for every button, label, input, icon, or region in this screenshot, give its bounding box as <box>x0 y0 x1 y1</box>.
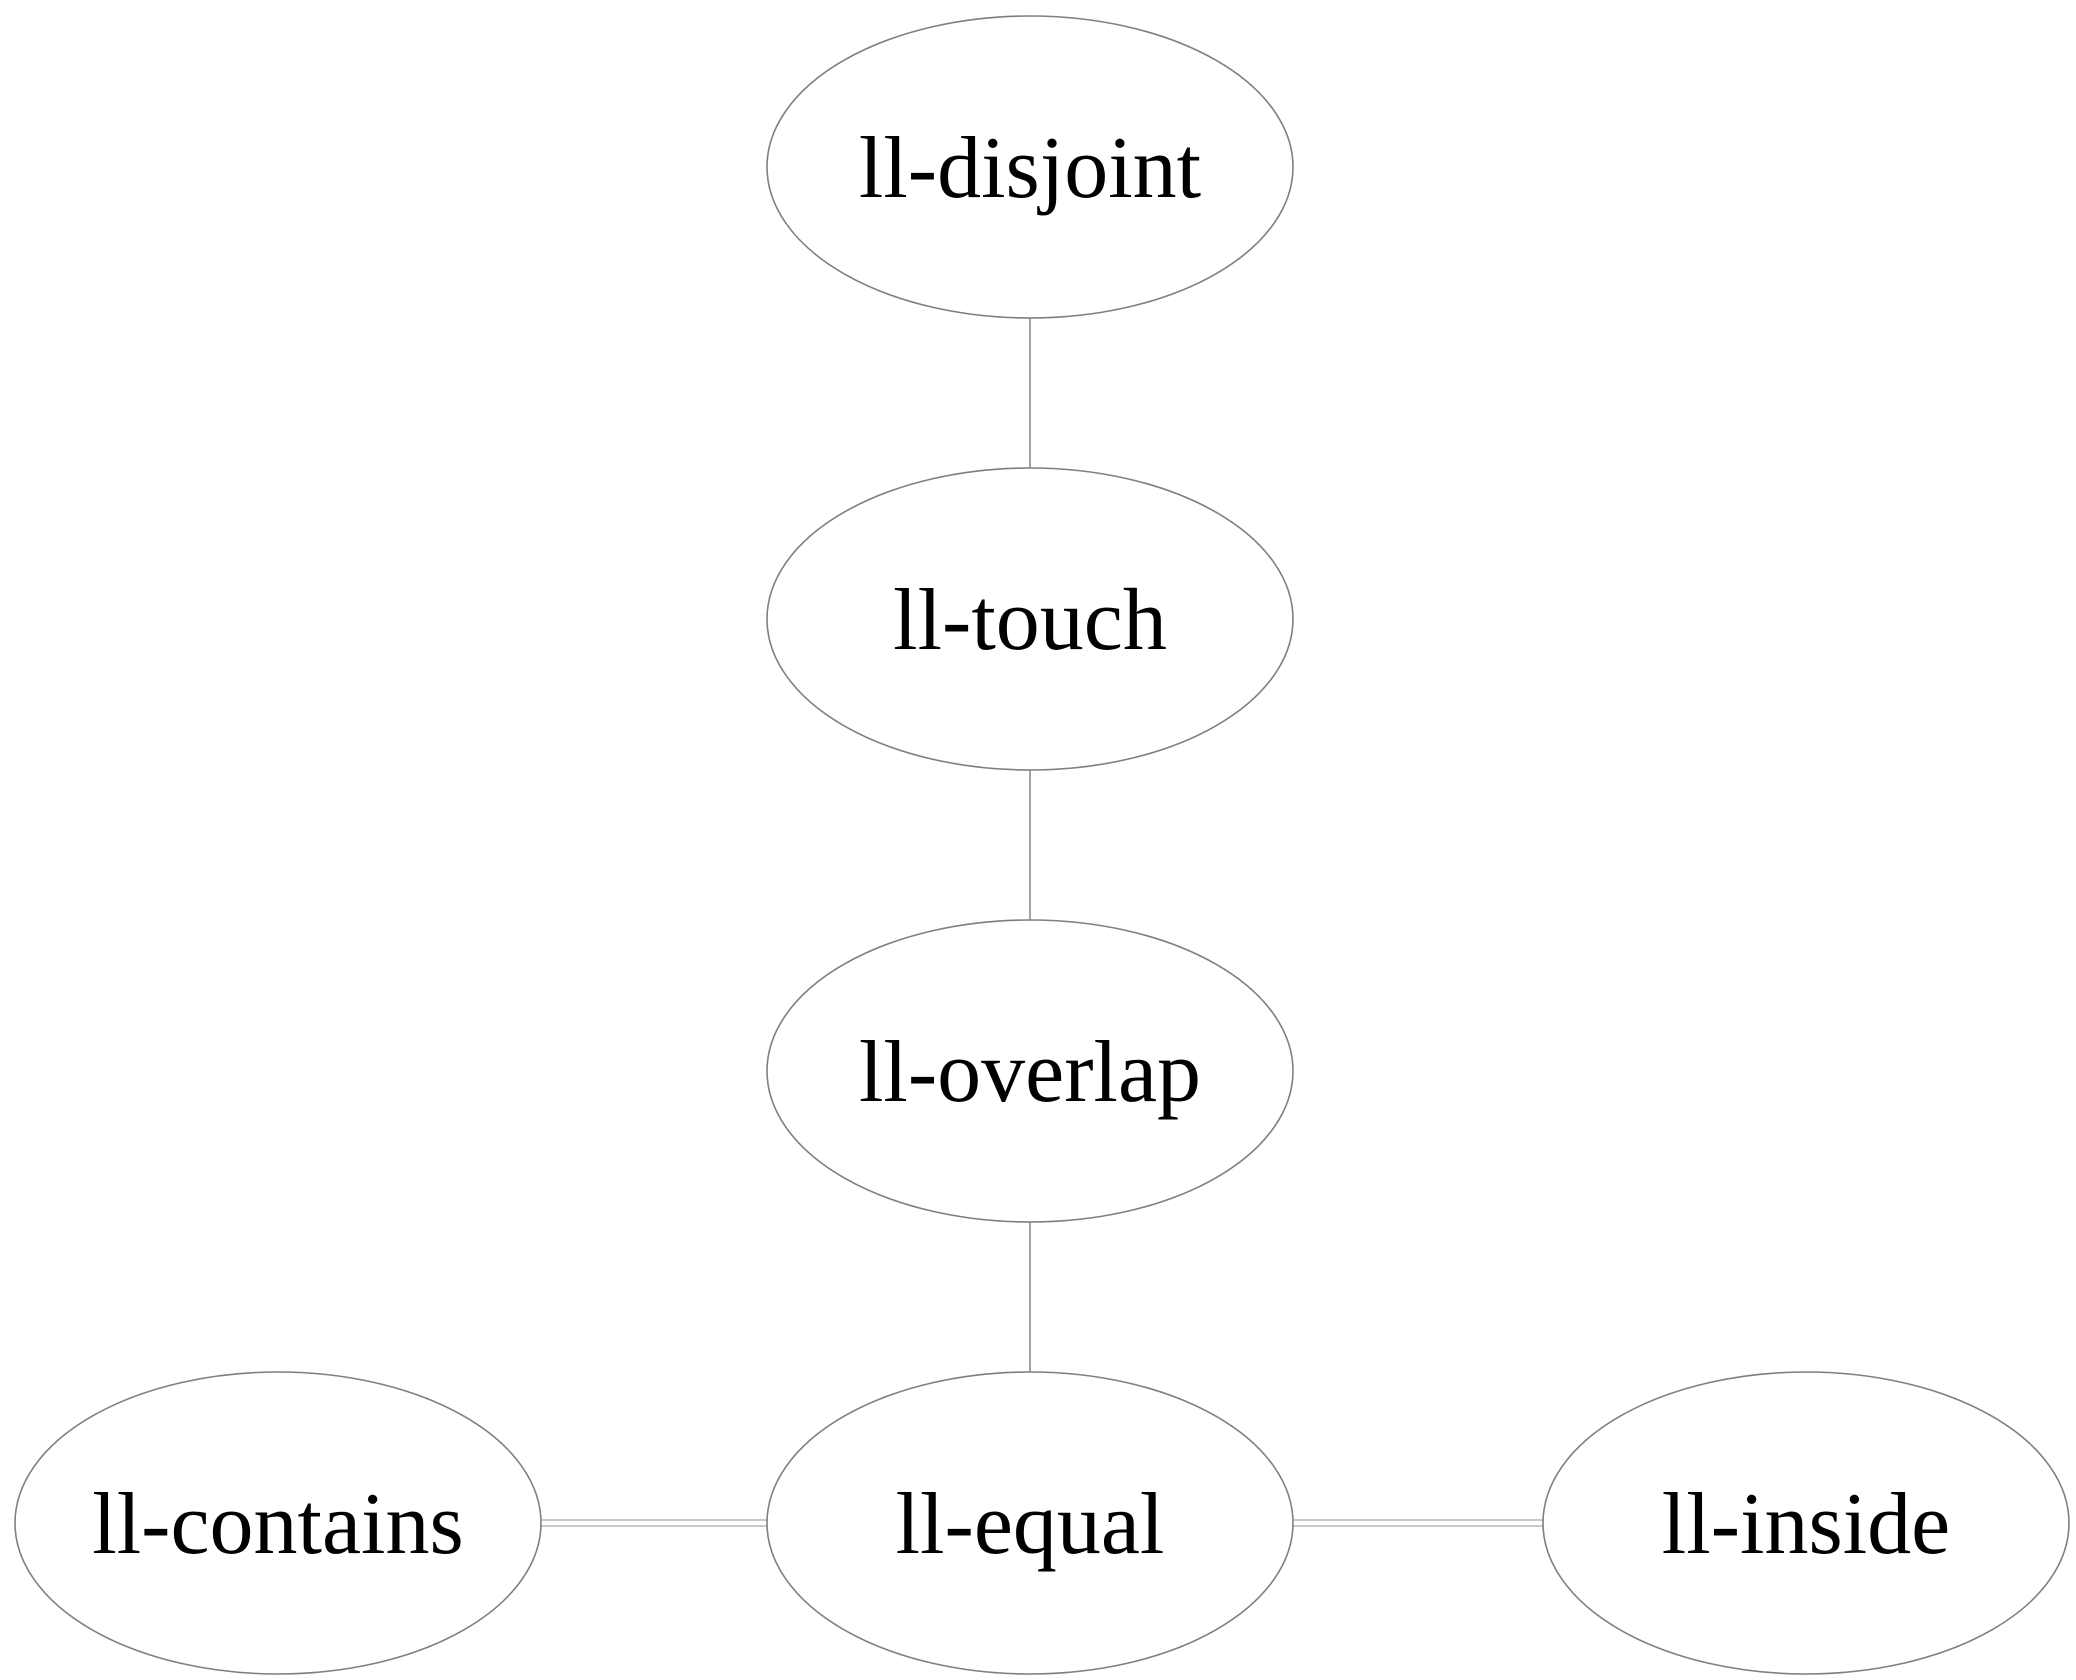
node-ellipse <box>766 919 1294 1223</box>
edge-contains-equal <box>541 1519 767 1527</box>
node-label: ll-touch <box>893 572 1167 669</box>
node-inside: ll-inside <box>1542 1371 2070 1675</box>
node-ellipse <box>1542 1371 2070 1675</box>
edges-layer <box>541 318 1543 1527</box>
node-ellipse <box>766 1371 1294 1675</box>
node-label: ll-inside <box>1662 1476 1950 1573</box>
node-ellipse <box>766 467 1294 771</box>
node-disjoint: ll-disjoint <box>766 15 1294 319</box>
node-label: ll-overlap <box>859 1024 1201 1121</box>
node-touch: ll-touch <box>766 467 1294 771</box>
node-equal: ll-equal <box>766 1371 1294 1675</box>
node-ellipse <box>14 1371 542 1675</box>
node-label: ll-disjoint <box>859 120 1201 217</box>
edge-equal-inside <box>1293 1519 1543 1527</box>
node-contains: ll-contains <box>14 1371 542 1675</box>
node-label: ll-contains <box>92 1476 463 1573</box>
node-label: ll-equal <box>896 1476 1165 1573</box>
node-ellipse <box>766 15 1294 319</box>
nodes-layer: ll-disjoint ll-touch ll-overlap ll-equal ll-… <box>14 15 2070 1675</box>
node-overlap: ll-overlap <box>766 919 1294 1223</box>
